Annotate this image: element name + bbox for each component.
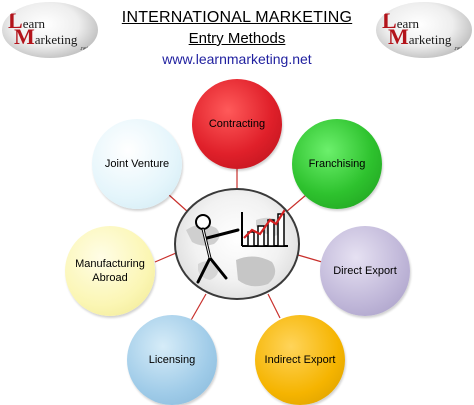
connector-licensing [189, 293, 207, 323]
logo-line-learn: Learn [382, 8, 420, 33]
node-label: Franchising [308, 157, 366, 170]
connector-direct-export [297, 254, 323, 263]
node-licensing: Licensing [127, 315, 217, 405]
learnmarketing-logo-right: Learn Marketing .net [376, 2, 472, 58]
node-joint-venture: Joint Venture [92, 119, 182, 209]
page-title: INTERNATIONAL MARKETING [121, 9, 353, 26]
node-label: Indirect Export [264, 353, 336, 366]
node-manufacturing-abroad: Manufacturing Abroad [65, 226, 155, 316]
connector-manufacturing-abroad [154, 252, 177, 263]
connector-indirect-export [267, 293, 281, 319]
header: Learn Marketing .net INTERNATIONAL MARKE… [0, 0, 474, 70]
node-label: Licensing [148, 353, 196, 366]
node-label: Manufacturing Abroad [75, 257, 145, 284]
node-label: Contracting [208, 117, 266, 130]
logo-line-learn: Learn [8, 8, 46, 33]
node-label: Joint Venture [104, 157, 170, 170]
node-direct-export: Direct Export [320, 226, 410, 316]
logo-suffix: .net [79, 46, 88, 52]
logo-line-marketing: Marketing [388, 24, 452, 49]
logo-suffix: .net [453, 46, 462, 52]
node-indirect-export: Indirect Export [255, 315, 345, 405]
node-contracting: Contracting [192, 79, 282, 169]
learnmarketing-logo-left: Learn Marketing .net [2, 2, 98, 58]
connector-franchising [285, 194, 307, 213]
site-url: www.learnmarketing.net [162, 51, 312, 67]
logo-line-marketing: Marketing [14, 24, 78, 49]
stick-figure-chart-globe-icon [186, 207, 288, 287]
hub-globe [174, 188, 300, 300]
node-label: Direct Export [333, 264, 397, 277]
node-franchising: Franchising [292, 119, 382, 209]
page-subtitle: Entry Methods [188, 30, 286, 47]
connector-joint-venture [168, 194, 189, 213]
